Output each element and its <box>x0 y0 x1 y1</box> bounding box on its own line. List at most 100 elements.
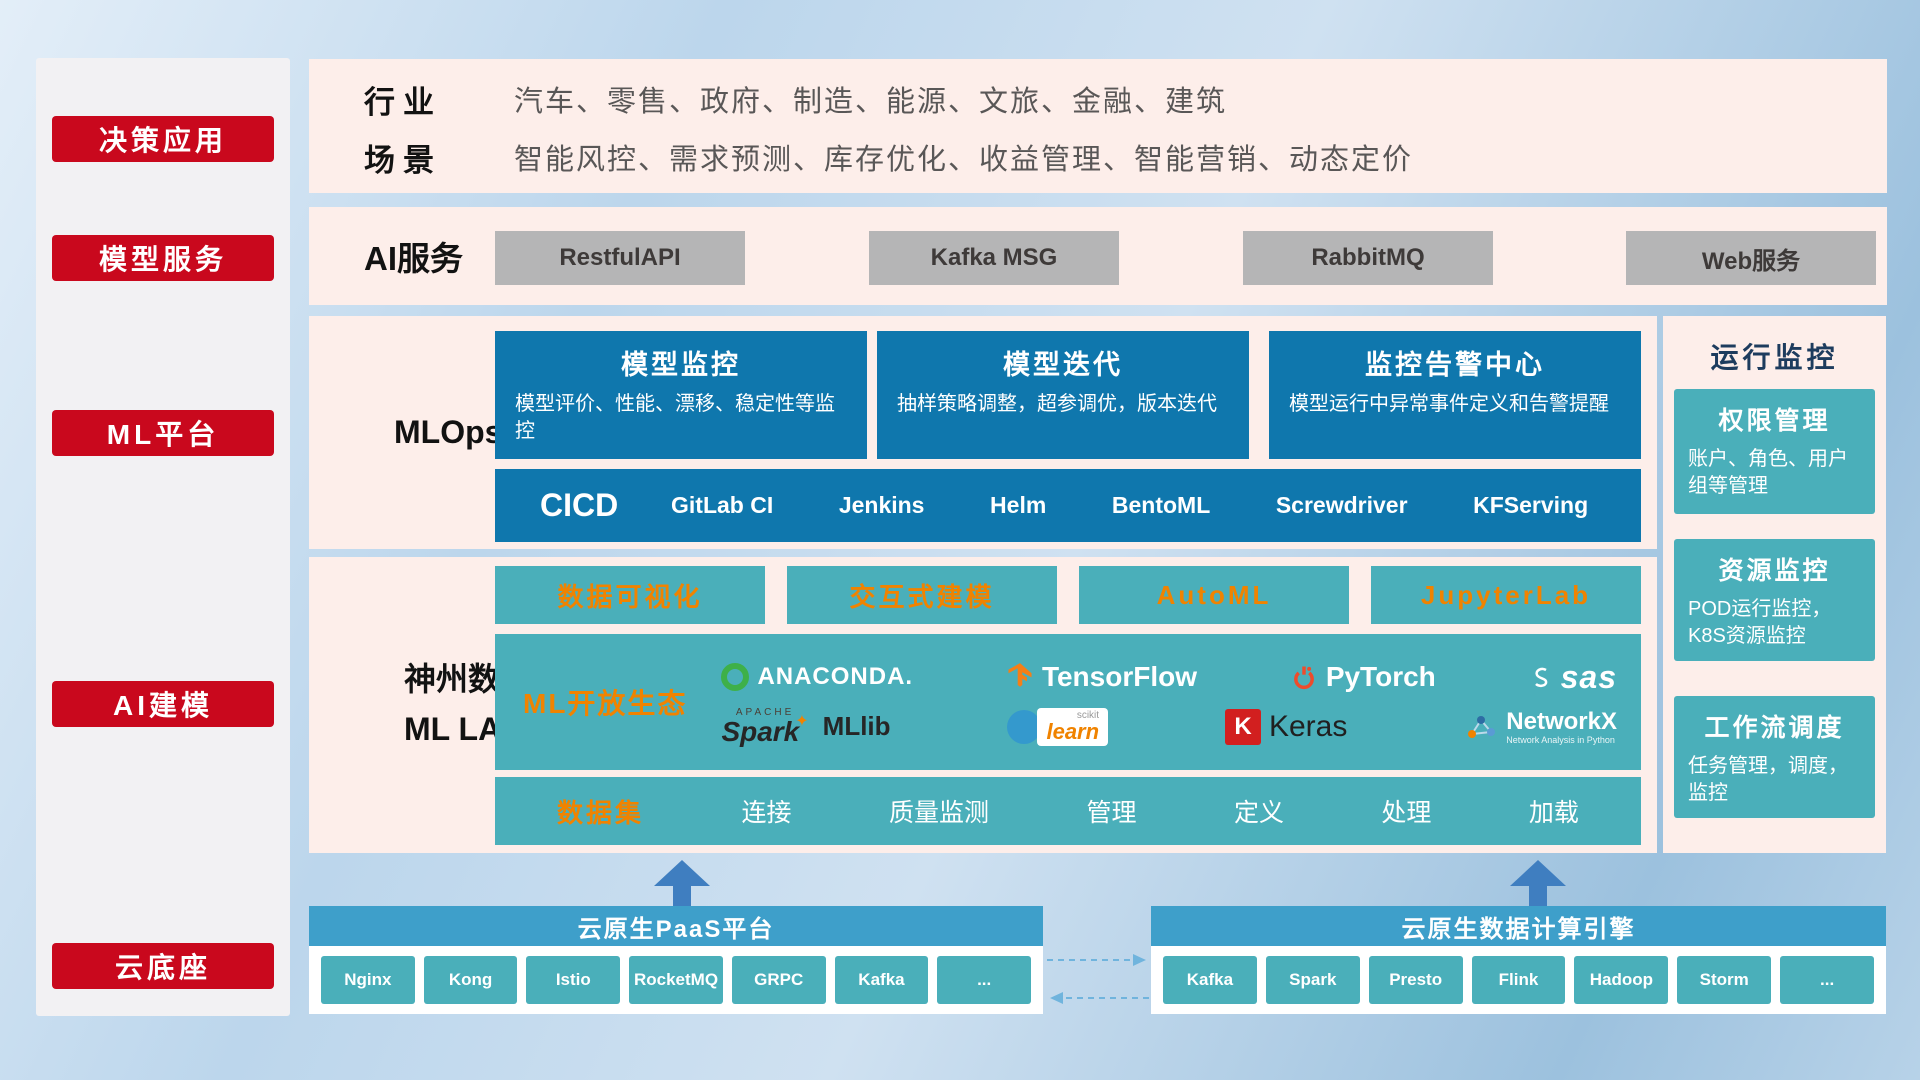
networkx-icon <box>1468 715 1496 738</box>
model-monitoring-title: 模型监控 <box>621 350 741 380</box>
sidebar-item-decision-apps[interactable]: 决策应用 <box>52 116 274 162</box>
anaconda-logo: ANACONDA. <box>721 663 913 691</box>
alert-center-card: 监控告警中心 模型运行中异常事件定义和告警提醒 <box>1269 331 1641 459</box>
tensorflow-logo: TensorFlow <box>1006 661 1197 693</box>
engine-kafka-chip[interactable]: Kafka <box>1163 956 1257 1004</box>
up-arrow-right-head <box>1510 860 1566 886</box>
cicd-item-gitlab-ci: GitLab CI <box>671 492 774 518</box>
engine-storm-chip[interactable]: Storm <box>1677 956 1772 1004</box>
dataset-item-manage: 管理 <box>1086 799 1137 827</box>
web-service-button[interactable]: Web服务 <box>1626 231 1876 285</box>
tensorflow-icon <box>1008 663 1032 687</box>
paas-more-chip[interactable]: ... <box>937 956 1032 1004</box>
runtime-monitoring-panel: 运行监控 权限管理 账户、角色、用户组等管理 资源监控 POD运行监控，K8S资… <box>1663 316 1886 853</box>
ml-lab-band: 神州数码 ML LAB 数据可视化 交互式建模 AutoML JupyterLa… <box>309 557 1657 853</box>
scikit-learn-wordmark: learn <box>1046 718 1100 744</box>
sidebar-item-cloud-base[interactable]: 云底座 <box>52 943 274 989</box>
sas-logo: sas <box>1529 659 1617 696</box>
workflow-scheduling-title: 工作流调度 <box>1704 714 1845 742</box>
cicd-item-bentoml: BentoML <box>1111 492 1211 518</box>
workflow-scheduling-desc: 任务管理，调度，监控 <box>1688 755 1848 804</box>
dataset-label: 数据集 <box>557 797 645 828</box>
logo-row-1: ANACONDA. TensorFlow PyTorch sas <box>721 659 1617 696</box>
model-monitoring-card: 模型监控 模型评价、性能、漂移、稳定性等监控 <box>495 331 867 459</box>
alert-center-title: 监控告警中心 <box>1365 350 1545 380</box>
dashed-arrow-left-head <box>1050 992 1063 1004</box>
kafka-msg-button[interactable]: Kafka MSG <box>869 231 1119 285</box>
up-arrow-left-stem <box>673 886 691 906</box>
networkx-wordmark-block: NetworkX Network Analysis in Python <box>1506 708 1617 746</box>
rocketmq-chip[interactable]: RocketMQ <box>629 956 723 1004</box>
kafka-chip[interactable]: Kafka <box>834 956 929 1004</box>
model-iteration-card: 模型迭代 抽样策略调整，超参调优，版本迭代 <box>877 331 1249 459</box>
pytorch-icon <box>1293 666 1314 690</box>
ml-open-ecosystem-panel: ML开放生态 ANACONDA. TensorFlow PyTorch <box>495 634 1641 770</box>
interactive-modeling-button[interactable]: 交互式建模 <box>787 566 1057 624</box>
mlops-label: MLOps <box>394 414 503 450</box>
sas-wordmark: sas <box>1560 658 1617 695</box>
istio-chip[interactable]: Istio <box>526 956 621 1004</box>
workflow-scheduling-card: 工作流调度 任务管理，调度，监控 <box>1674 696 1875 818</box>
scenario-label: 场景 <box>364 142 442 178</box>
engine-flink-chip[interactable]: Flink <box>1471 956 1566 1004</box>
engine-hadoop-chip[interactable]: Hadoop <box>1574 956 1669 1004</box>
ml-open-ecosystem-label: ML开放生态 <box>523 688 688 719</box>
cicd-item-helm: Helm <box>990 492 1047 518</box>
spark-star-icon: ✦ <box>795 712 809 730</box>
cicd-item-screwdriver: Screwdriver <box>1275 492 1408 518</box>
engine-strip: Kafka Spark Presto Flink Hadoop Storm ..… <box>1151 946 1886 1014</box>
keras-wordmark: Keras <box>1268 709 1348 743</box>
networkx-wordmark: NetworkX <box>1506 707 1617 735</box>
networkx-subtitle: Network Analysis in Python <box>1506 735 1615 746</box>
paas-title: 云原生PaaS平台 <box>577 915 775 943</box>
ai-service-band: AI服务 RestfulAPI Kafka MSG RabbitMQ Web服务 <box>309 207 1887 305</box>
scikit-learn-icon <box>1007 709 1042 744</box>
cicd-item-kfserving: KFServing <box>1473 492 1589 518</box>
sidebar-item-ml-platform[interactable]: ML平台 <box>52 410 274 456</box>
dashed-arrow-right-head <box>1133 954 1146 966</box>
engine-presto-chip[interactable]: Presto <box>1368 956 1463 1004</box>
model-iteration-title: 模型迭代 <box>1003 350 1123 380</box>
engine-bar: 云原生数据计算引擎 <box>1151 906 1886 946</box>
ecosystem-logo-grid: ANACONDA. TensorFlow PyTorch sas <box>687 659 1641 746</box>
automl-button[interactable]: AutoML <box>1079 566 1349 624</box>
sidebar-item-model-service[interactable]: 模型服务 <box>52 235 274 281</box>
up-arrow-left <box>654 860 710 906</box>
scikit-learn-chip: scikit learn <box>1037 707 1109 746</box>
cicd-label: CICD <box>540 487 619 523</box>
cicd-bar: CICD GitLab CI Jenkins Helm BentoML Scre… <box>495 469 1641 542</box>
jupyterlab-button[interactable]: JupyterLab <box>1371 566 1641 624</box>
up-arrow-right <box>1510 860 1566 906</box>
keras-logo: K Keras <box>1224 708 1348 745</box>
mllib-wordmark: MLlib <box>822 711 891 741</box>
engine-more-chip[interactable]: ... <box>1780 956 1875 1004</box>
sidebar-item-ai-modeling[interactable]: AI建模 <box>52 681 274 727</box>
industry-scenario-band: 行业 汽车、零售、政府、制造、能源、文旅、金融、建筑 场景 智能风控、需求预测、… <box>309 59 1887 193</box>
restfulapi-button[interactable]: RestfulAPI <box>495 231 745 285</box>
scenario-list: 智能风控、需求预测、库存优化、收益管理、智能营销、动态定价 <box>514 144 1414 176</box>
mlops-band: MLOps 模型监控 模型评价、性能、漂移、稳定性等监控 模型迭代 抽样策略调整… <box>309 316 1657 549</box>
alert-center-desc: 模型运行中异常事件定义和告警提醒 <box>1289 393 1609 415</box>
kong-chip[interactable]: Kong <box>423 956 518 1004</box>
tensorflow-wordmark: TensorFlow <box>1041 661 1197 692</box>
spark-wordmark: Spark <box>721 715 800 747</box>
resource-monitoring-title: 资源监控 <box>1718 557 1831 585</box>
scikit-learn-logo: scikit learn <box>1007 707 1109 746</box>
model-monitoring-desc: 模型评价、性能、漂移、稳定性等监控 <box>515 393 835 442</box>
anaconda-icon <box>721 663 750 691</box>
data-visualization-button[interactable]: 数据可视化 <box>495 566 765 624</box>
industry-row: 行业 汽车、零售、政府、制造、能源、文旅、金融、建筑 <box>364 77 1227 121</box>
pytorch-wordmark: PyTorch <box>1325 661 1436 692</box>
cicd-item-jenkins: Jenkins <box>838 492 925 518</box>
dataset-item-define: 定义 <box>1233 799 1284 827</box>
nginx-chip[interactable]: Nginx <box>321 956 415 1004</box>
dataset-item-load: 加载 <box>1528 799 1579 827</box>
anaconda-wordmark: ANACONDA. <box>757 663 914 690</box>
rabbitmq-button[interactable]: RabbitMQ <box>1243 231 1493 285</box>
grpc-chip[interactable]: GRPC <box>731 956 826 1004</box>
engine-title: 云原生数据计算引擎 <box>1401 915 1636 943</box>
permission-management-desc: 账户、角色、用户组等管理 <box>1688 448 1848 497</box>
dashed-arrows <box>1047 954 1149 1004</box>
engine-spark-chip[interactable]: Spark <box>1265 956 1360 1004</box>
runtime-monitoring-title: 运行监控 <box>1710 342 1839 373</box>
